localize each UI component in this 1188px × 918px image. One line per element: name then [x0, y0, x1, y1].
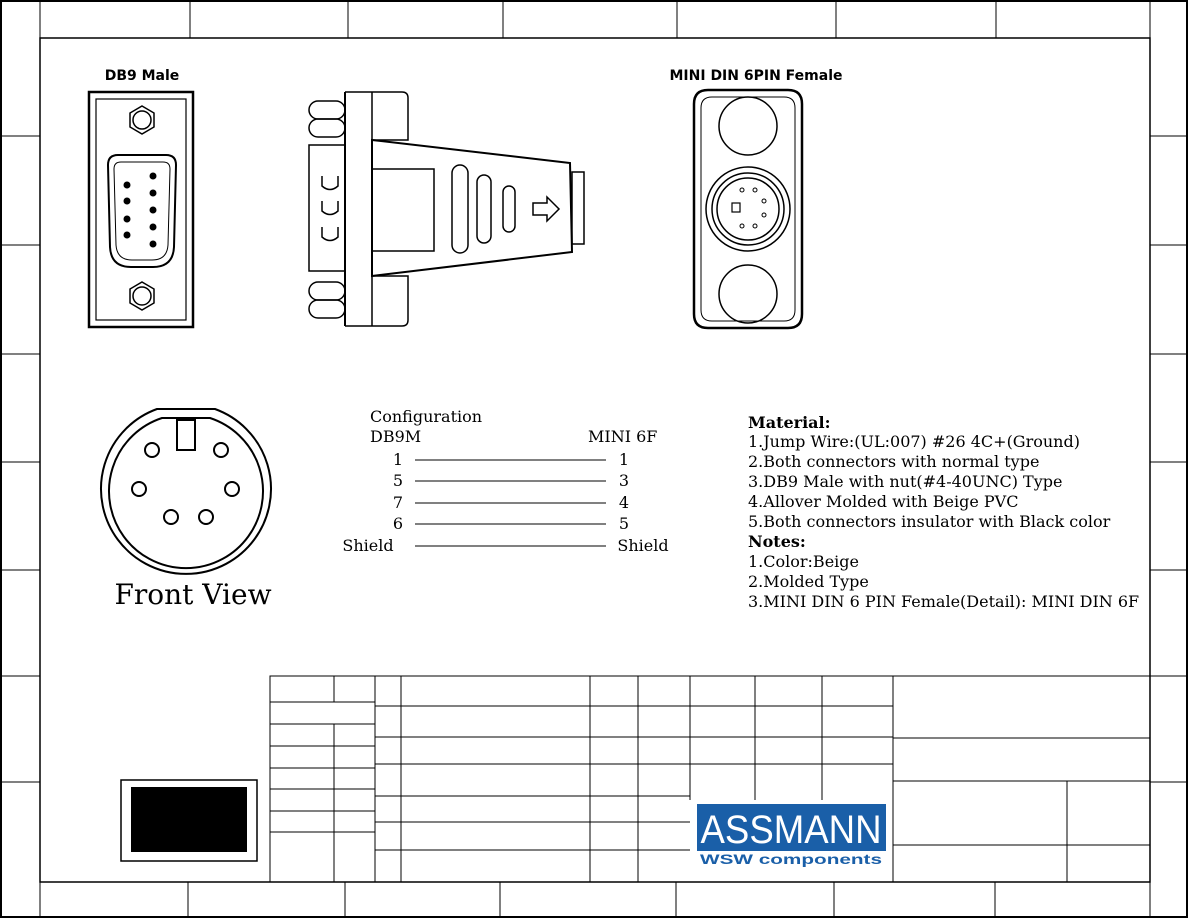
db9-male-title: DB9 Male	[105, 68, 180, 84]
stamp-box	[120, 779, 258, 862]
logo-brand-box	[697, 804, 886, 851]
config-left-pin: 5	[393, 471, 403, 490]
config-left-pin: 1	[393, 450, 403, 469]
notes-item: 3.MINI DIN 6 PIN Female(Detail): MINI DI…	[748, 592, 1139, 611]
config-right-pin: 4	[619, 493, 629, 512]
mini-din-female-title: MINI DIN 6PIN Female	[670, 68, 843, 84]
title-block	[269, 675, 1151, 883]
mini-din-female-connector-drawing	[692, 88, 804, 330]
logo-brand: ASSMANN	[701, 808, 882, 852]
material-item: 4.Allover Molded with Beige PVC	[748, 492, 1018, 511]
config-left-pin: 7	[393, 493, 403, 512]
notes-item: 1.Color:Beige	[748, 552, 859, 571]
material-item: 2.Both connectors with normal type	[748, 452, 1039, 471]
material-item: 3.DB9 Male with nut(#4-40UNC) Type	[748, 472, 1062, 491]
front-view-drawing	[100, 408, 272, 575]
configuration-title: Configuration	[370, 407, 482, 426]
config-left-pin: 6	[393, 514, 403, 533]
notes-item: 2.Molded Type	[748, 572, 869, 591]
config-left-header: DB9M	[370, 427, 421, 446]
logo-tagline: WSW components	[700, 851, 882, 867]
config-left-pin: Shield	[342, 536, 393, 555]
assmann-logo: ASSMANN WSW components	[697, 804, 886, 867]
config-right-pin: 3	[619, 471, 629, 490]
notes-title: Notes:	[748, 532, 806, 551]
material-item: 5.Both connectors insulator with Black c…	[748, 512, 1111, 531]
config-right-pin: Shield	[617, 536, 668, 555]
db9-pins	[123, 172, 157, 248]
material-item: 1.Jump Wire:(UL:007) #26 4C+(Ground)	[748, 432, 1080, 451]
front-view-label: Front View	[114, 578, 271, 611]
db9-male-connector-drawing	[87, 90, 195, 329]
adapter-side-view-drawing	[308, 91, 585, 327]
config-right-pin: 1	[619, 450, 629, 469]
config-right-header: MINI 6F	[588, 427, 657, 446]
config-right-pin: 5	[619, 514, 629, 533]
material-title: Material:	[748, 413, 831, 432]
